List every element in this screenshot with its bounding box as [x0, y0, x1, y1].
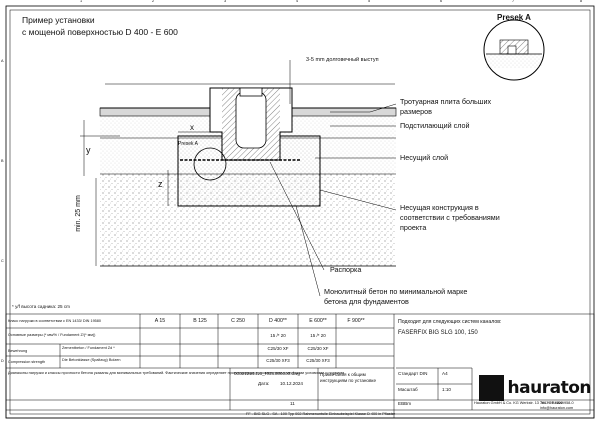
row-compression: Compression strength [8, 360, 46, 364]
drawing-title-line1: Пример установки [22, 15, 95, 25]
label-min: min. 25 mm [74, 195, 82, 232]
frame-mark-c: C [1, 259, 4, 263]
row-concrete-class: Die Betonklasse (Spaltzug) Bolzen [62, 358, 121, 362]
detail-circle [193, 147, 227, 181]
callout-paving-1: Тротуарная плита больших [400, 97, 492, 106]
row-cement: Zementbeton / Fundament Zd * [62, 346, 115, 350]
callout-paving-2: размеров [400, 107, 432, 116]
dims-e600: 15 /* 20 [310, 333, 326, 338]
frame-mark-3: 3 [224, 0, 227, 3]
dims-label: Основные размеры (* мм/% / Fundament Z/(… [8, 333, 96, 337]
dims-d400: 15 /* 20 [270, 333, 286, 338]
label-z: z [158, 179, 163, 189]
drawing-note: * y/f высота садника: 25 cm [12, 304, 70, 309]
class-b125: B 125 [193, 318, 207, 324]
date-value: 10.12.2024 [280, 381, 303, 386]
class-c250: C 250 [231, 318, 245, 324]
callout-structure-2: соответствии с требованиями [400, 213, 500, 222]
class-f900: F 900** [347, 318, 365, 324]
scale-label: Масштаб [398, 387, 418, 392]
address: Hauraton GmbH & Co. KG Werkstr. 13 76437… [474, 401, 564, 405]
callout-leaders [269, 103, 397, 297]
callout-bedding: Подстилающий слой [400, 121, 470, 130]
class-d400: D 400** [269, 318, 287, 324]
standard-value: A4 [442, 371, 448, 376]
section-title: Presek A [497, 13, 531, 22]
channel-interior [235, 91, 267, 149]
frame-mark-a: A [1, 59, 4, 63]
conc-e600-a: C25/30 XF [307, 346, 329, 351]
company-logo: hauraton [479, 374, 592, 402]
grating [239, 87, 263, 97]
frame-mark-5: 5 [368, 0, 371, 3]
drawing-title-line2: с мощеной поверхностью D 400 - E 600 [22, 27, 178, 37]
callout-bearing: Несущий слой [400, 153, 449, 162]
bottom-reference: FF - BIG SLG . SA - 100 Typ 002 Rahmenun… [246, 412, 396, 416]
product-label: Подходит для следующих систем каналов: [398, 319, 502, 325]
page-number: 11 [290, 401, 295, 406]
telephone: Tel. +49 7222 958-0 [540, 401, 574, 405]
email: info@hauraton.com [540, 406, 574, 410]
standard-label: Стандарт DIN [398, 371, 428, 376]
frame-mark-4: 4 [296, 0, 299, 3]
frame-mark-8: 8 [580, 0, 583, 3]
conc-e600-b: C25/30 XF3 [306, 358, 330, 363]
callout-structure-1: Несущая конструкция в [400, 203, 479, 212]
callout-spacer: Распорка [330, 265, 362, 274]
callout-concrete-2: бетона для фундаментов [324, 297, 409, 306]
label-y: y [86, 145, 91, 155]
frame-mark-7: 7 [512, 0, 515, 3]
doc-number: 00001234416_RUSS00000.dwg [234, 371, 300, 376]
logo-icon [479, 375, 504, 401]
label-x: x [190, 123, 194, 132]
note-block: Диапазоны нагрузки и классы прочности бе… [8, 371, 346, 375]
frame-mark-6: 6 [440, 0, 443, 3]
row-reinforcement: Bewehrung [8, 349, 28, 353]
title-block [5, 313, 595, 419]
callout-concrete-1: Монолитный бетон по минимальной марке [324, 287, 468, 296]
class-a15: A 15 [154, 318, 166, 324]
class-e600: E 600** [309, 318, 327, 324]
frame-mark-d: D [1, 359, 4, 363]
description: Примечания к общим инструкциям по устано… [320, 372, 377, 383]
class-label: Класс нагрузки в соответствии с EN 1433/… [8, 319, 102, 323]
callout-structure-3: проекта [400, 223, 427, 232]
frame-mark-b: B [1, 159, 4, 163]
conc-d400-a: C25/30 XF [267, 346, 289, 351]
label-section-a: Presek A [178, 141, 199, 147]
conc-d400-b: C25/30 XF3 [266, 358, 290, 363]
version: EBBm [398, 401, 412, 406]
frame-inner [9, 9, 591, 415]
frame-mark-2: 2 [152, 0, 155, 3]
date-label: Дата: [258, 381, 270, 386]
scale-value: 1:10 [442, 387, 451, 392]
logo-text: hauraton [507, 378, 592, 398]
product-name: FASERFIX BIG SLG 100, 150 [398, 330, 478, 336]
frame-mark-1: 1 [80, 0, 83, 3]
dim-label-top: 3-5 mm долговечный выступ [306, 57, 379, 63]
